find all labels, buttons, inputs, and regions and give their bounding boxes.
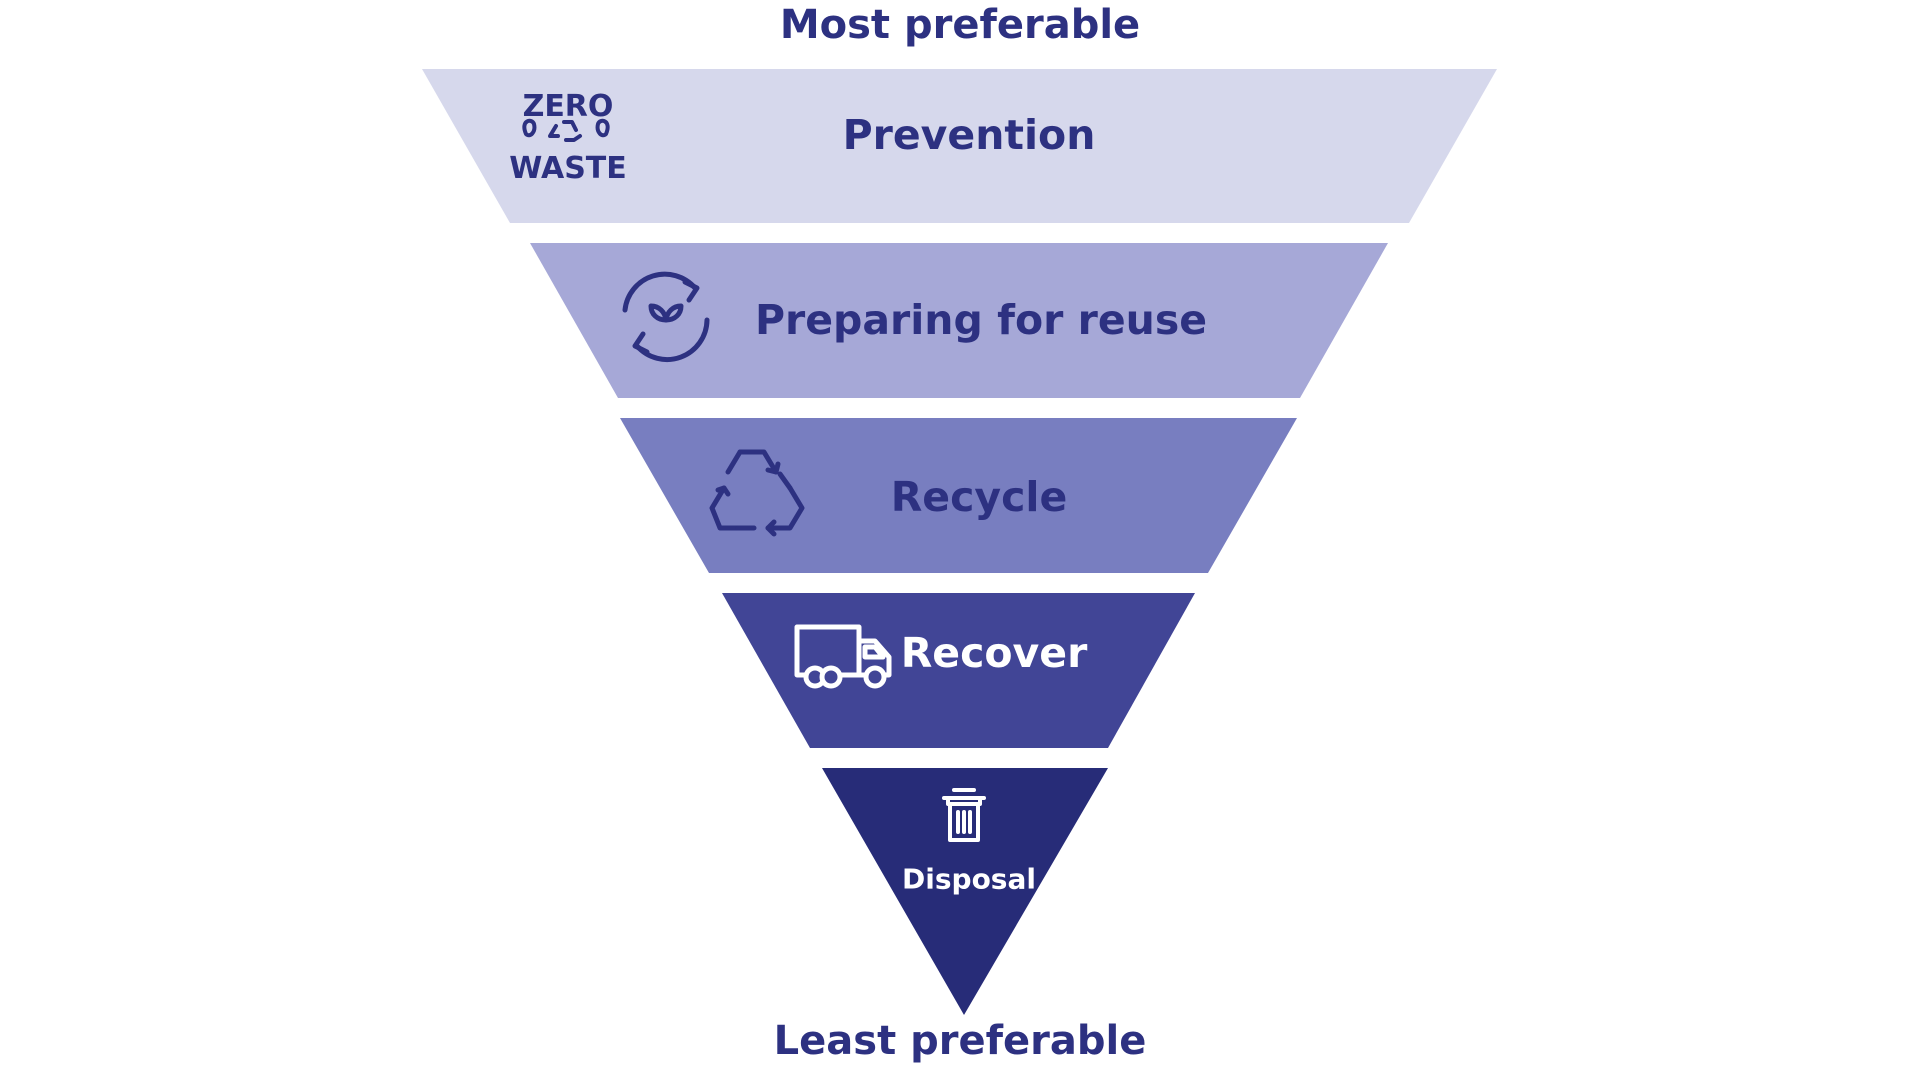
label-least-preferable: Least preferable	[773, 1018, 1147, 1064]
reuse-cycle-leaf-icon	[622, 271, 710, 363]
tier-label-prevention: Prevention	[842, 111, 1096, 159]
tier-label-recover: Recover	[900, 629, 1088, 677]
tier-label-disposal: Disposal	[902, 862, 1036, 896]
label-most-preferable: Most preferable	[779, 2, 1141, 48]
tier-recover-band	[722, 593, 1195, 748]
tier-prevention-band	[422, 69, 1497, 223]
svg-text:ZERO: ZERO	[523, 89, 614, 124]
tier-preparing-for-reuse-band	[530, 243, 1388, 398]
truck-icon	[794, 624, 892, 689]
svg-text:WASTE: WASTE	[509, 151, 627, 186]
tier-label-preparing-for-reuse: Preparing for reuse	[754, 296, 1208, 344]
tier-disposal-band	[822, 768, 1108, 1015]
tier-recycle-band	[620, 418, 1297, 573]
tier-label-recycle: Recycle	[890, 473, 1068, 521]
trash-can-icon	[942, 788, 986, 842]
zero-waste-icon: ZERO WASTE	[509, 89, 627, 186]
recycle-icon	[709, 449, 805, 537]
